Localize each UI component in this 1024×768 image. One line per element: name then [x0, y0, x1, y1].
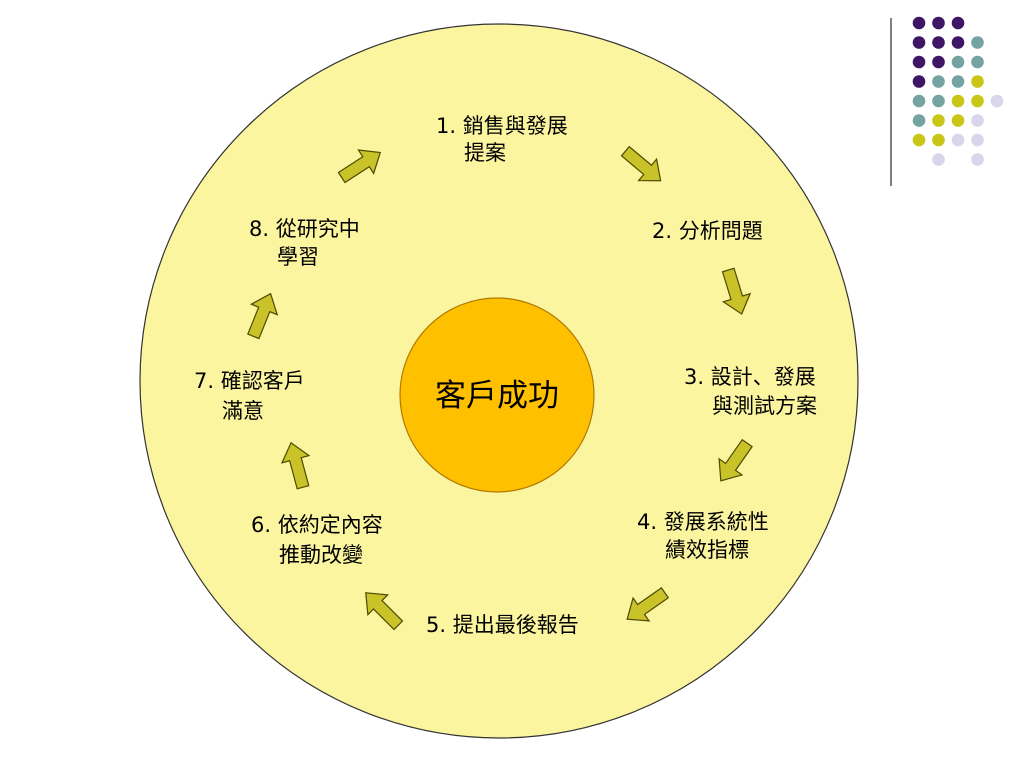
- decorative-dot: [971, 94, 984, 108]
- decorative-dot: [932, 75, 945, 88]
- decorative-dot: [951, 94, 965, 108]
- decorative-dot: [932, 133, 945, 147]
- arrow-icon: [280, 441, 311, 490]
- decorative-dot: [971, 75, 984, 88]
- arrow-icon: [626, 587, 670, 622]
- decorative-dot: [912, 55, 926, 69]
- arrow-icon: [337, 149, 382, 184]
- step-2-label: 2. 分析問題: [652, 219, 763, 243]
- decorative-dot: [932, 55, 945, 69]
- decorative-dot: [971, 153, 984, 166]
- decorative-dot: [971, 55, 984, 69]
- decorative-dot: [932, 36, 945, 49]
- decorative-dot: [912, 133, 926, 147]
- center-circle: [399, 297, 595, 493]
- step-3-label: 3. 設計、發展 與測試方案: [684, 365, 822, 418]
- arrow-group: [247, 145, 753, 631]
- center-label: 客戶成功: [435, 378, 559, 414]
- decorative-dot: [951, 36, 965, 49]
- decorative-dot: [932, 114, 945, 127]
- arrow-icon: [718, 438, 753, 482]
- decorative-dot: [971, 36, 984, 49]
- step-5-label: 5. 提出最後報告: [426, 613, 579, 637]
- step-1-label: 1. 銷售與發展 提案: [436, 114, 574, 165]
- step-4-label: 4. 發展系統性 績效指標: [637, 510, 775, 562]
- decorative-dot: [951, 133, 965, 147]
- decorative-dot: [912, 36, 926, 49]
- decorative-dot: [951, 16, 965, 30]
- decorative-dot: [971, 133, 984, 147]
- step-6-label: 6. 依約定內容 推動改變: [251, 513, 389, 567]
- decorative-dot: [971, 114, 984, 127]
- decorative-dot: [932, 94, 945, 108]
- decorative-dot-grid: [912, 16, 1004, 166]
- decorative-dot: [932, 16, 945, 30]
- decorative-dot: [912, 94, 926, 108]
- decorative-dot: [912, 16, 926, 30]
- step-8-label: 8. 從研究中 學習: [249, 217, 366, 269]
- decorative-dot: [912, 114, 926, 127]
- arrow-icon: [247, 292, 279, 340]
- arrow-icon: [721, 267, 752, 315]
- decorative-dot: [951, 114, 965, 127]
- decorative-dot: [990, 94, 1004, 108]
- decorative-dot: [951, 75, 965, 88]
- decorative-dot: [912, 75, 926, 88]
- decorative-dot: [951, 55, 965, 69]
- arrow-icon: [365, 592, 404, 631]
- decorative-dot: [932, 153, 945, 166]
- step-7-label: 7. 確認客戶 滿意: [194, 369, 311, 423]
- arrow-icon: [620, 145, 662, 182]
- step-labels: 1. 銷售與發展 提案 2. 分析問題 3. 設計、發展 與測試方案 4. 發展…: [194, 114, 822, 637]
